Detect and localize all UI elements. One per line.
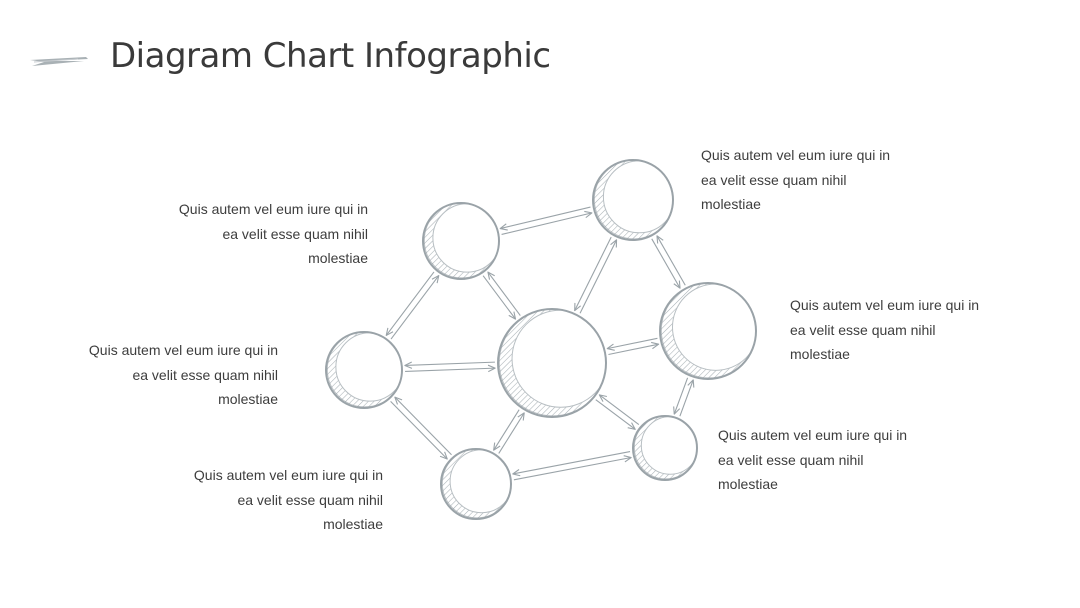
- label-top-left: Quis autem vel eum iure qui in ea velit …: [153, 197, 368, 271]
- label-line: molestiae: [790, 346, 850, 362]
- label-line: molestiae: [323, 516, 383, 532]
- label-bottom-right: Quis autem vel eum iure qui in ea velit …: [718, 423, 933, 497]
- label-line: Quis autem vel eum iure qui in: [790, 297, 980, 313]
- node-upper-left: [422, 202, 500, 280]
- edge-top-right: [651, 235, 686, 289]
- edge-center-lower-right: [595, 394, 640, 430]
- node-right: [659, 282, 757, 380]
- edges: [385, 206, 695, 481]
- edge-upper-left-left: [385, 271, 440, 340]
- label-line: ea velit esse quam nihil: [222, 225, 368, 242]
- label-line: ea velit esse quam nihil: [718, 451, 864, 468]
- label-line: molestiae: [718, 476, 778, 492]
- label-line: Quis autem vel eum iure qui in: [88, 342, 278, 358]
- label-mid-right: Quis autem vel eum iure qui in ea velit …: [790, 293, 1005, 367]
- edge-center-right: [606, 337, 660, 356]
- edge-top-center: [574, 236, 618, 314]
- label-line: molestiae: [701, 196, 761, 212]
- edge-left-center: [404, 361, 496, 373]
- label-line: molestiae: [218, 391, 278, 407]
- label-line: ea velit esse quam nihil: [132, 366, 278, 383]
- node-center: [497, 308, 607, 418]
- edge-left-lower-left: [390, 396, 452, 460]
- node-lower-left: [440, 448, 512, 520]
- node-top: [592, 159, 674, 241]
- page-title: Diagram Chart Infographic: [110, 36, 551, 76]
- node-lower-right: [632, 415, 698, 481]
- label-line: Quis autem vel eum iure qui in: [701, 147, 891, 163]
- label-bottom-left: Quis autem vel eum iure qui in ea velit …: [168, 463, 383, 537]
- edge-lower-left-lower-right: [512, 451, 632, 481]
- edge-center-lower-left: [493, 409, 525, 454]
- label-line: Quis autem vel eum iure qui in: [193, 467, 383, 483]
- node-left: [325, 331, 403, 409]
- nodes: [325, 159, 757, 520]
- brush-stroke-icon: [30, 57, 88, 66]
- label-line: Quis autem vel eum iure qui in: [718, 427, 908, 443]
- label-line: ea velit esse quam nihil: [790, 321, 936, 338]
- edge-upper-left-center: [482, 271, 521, 320]
- edge-right-lower-right: [673, 377, 695, 417]
- label-top-right: Quis autem vel eum iure qui in ea velit …: [701, 143, 916, 217]
- label-line: ea velit esse quam nihil: [701, 171, 847, 188]
- label-line: ea velit esse quam nihil: [237, 491, 383, 508]
- label-line: molestiae: [308, 250, 368, 266]
- label-mid-left: Quis autem vel eum iure qui in ea velit …: [63, 338, 278, 412]
- label-line: Quis autem vel eum iure qui in: [178, 201, 368, 217]
- edge-upper-left-top: [499, 206, 593, 235]
